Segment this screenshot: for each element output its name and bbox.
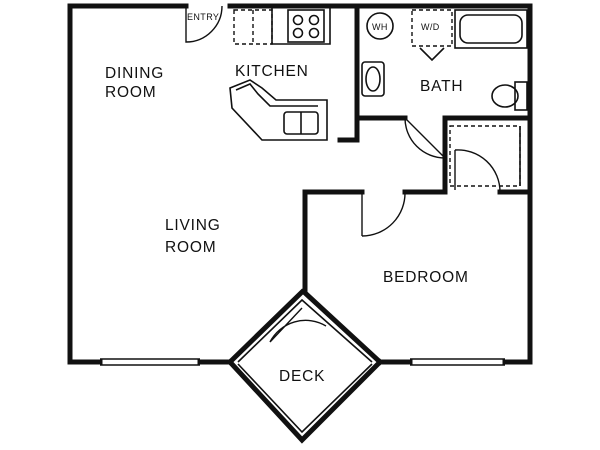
washer-dryer-icon	[411, 9, 453, 47]
doors	[185, 5, 501, 343]
bathtub-icon	[454, 9, 528, 49]
toilet-icon	[491, 84, 519, 108]
bath-label: BATH	[420, 78, 463, 95]
washer-dryer-label: W/D	[421, 22, 440, 32]
closet-fixtures	[449, 125, 521, 187]
deck-door	[269, 307, 327, 343]
deck-outline	[226, 288, 384, 444]
living-room-label-line1: LIVING	[165, 217, 221, 234]
closet-door	[454, 149, 501, 193]
bath-fixtures	[361, 9, 528, 111]
entry-label: ENTRY	[187, 12, 219, 22]
kitchen-label: KITCHEN	[235, 63, 309, 80]
closet-shelf	[449, 125, 521, 187]
kitchen-fixtures	[229, 8, 331, 141]
windows	[100, 358, 505, 366]
kitchen-island-icon	[229, 79, 328, 141]
bath-sink-icon	[361, 61, 385, 97]
toilet-tank-icon	[514, 81, 528, 111]
exterior-walls	[67, 3, 533, 365]
dining-room-label-line1: DINING	[105, 65, 164, 82]
bath-door	[404, 117, 446, 159]
interior-walls	[302, 3, 533, 293]
fridge-icon	[233, 9, 273, 45]
deck-label: DECK	[279, 368, 325, 385]
entry-door	[185, 5, 223, 43]
water-heater-label: WH	[372, 22, 388, 32]
bedroom-door	[361, 191, 406, 237]
water-heater-icon	[366, 12, 394, 40]
bedroom-label: BEDROOM	[383, 269, 469, 286]
living-room-label-line2: ROOM	[165, 239, 216, 256]
stove-icon	[287, 9, 325, 43]
dining-room-label-line2: ROOM	[105, 84, 156, 101]
